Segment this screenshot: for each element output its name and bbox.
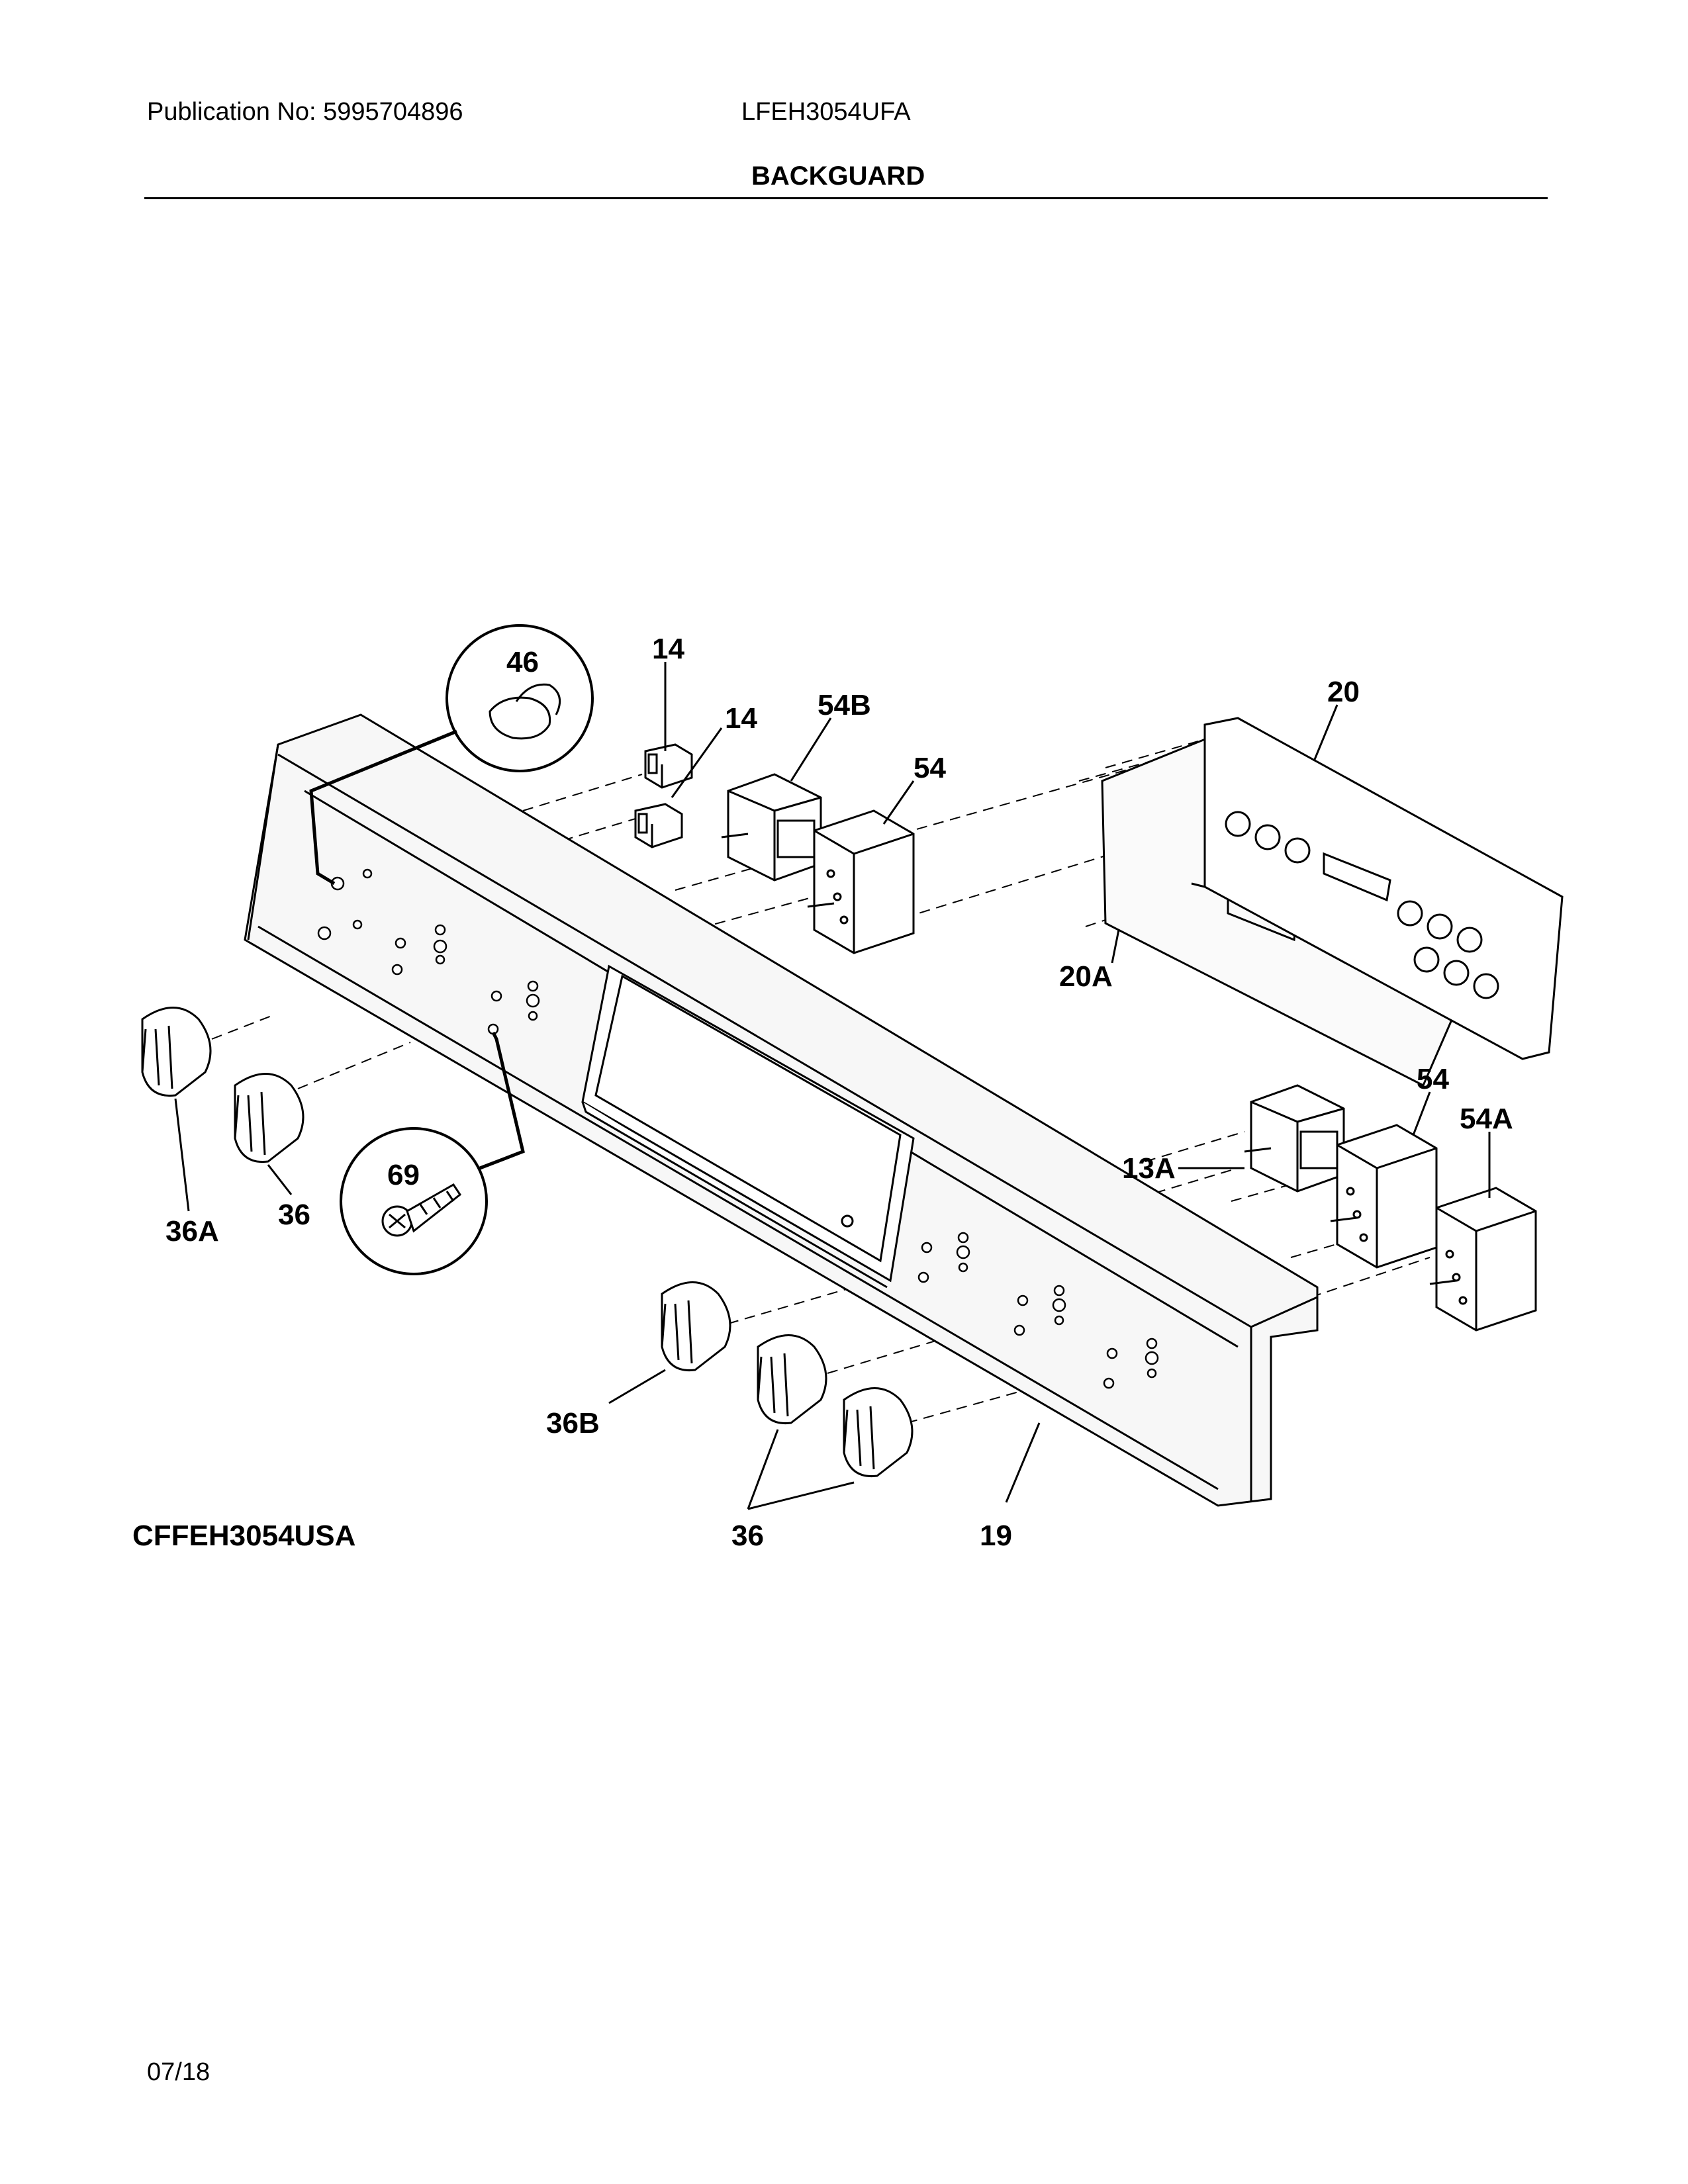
- knob-36-left: [234, 1073, 305, 1163]
- callout-36-left: 36: [278, 1199, 310, 1231]
- callout-labels: 46 14 14 54B 54 20 20A 13A 54 54A 36A 36…: [132, 633, 1513, 1552]
- figure-code: CFFEH3054USA: [132, 1520, 355, 1552]
- switch-14-lower: [634, 803, 683, 848]
- switch-13a: [1244, 1084, 1345, 1193]
- publication-number: Publication No: 5995704896: [147, 98, 463, 126]
- hole-group-4: [487, 980, 540, 1035]
- callout-54-right: 54: [1417, 1063, 1449, 1095]
- knob-36-bottom-b: [843, 1387, 914, 1478]
- switch-54a: [1429, 1187, 1537, 1332]
- detail-circle-69: [340, 1031, 525, 1275]
- hole-group-3: [391, 924, 447, 976]
- callout-54a: 54A: [1460, 1103, 1513, 1135]
- hole-group-5: [917, 1232, 970, 1283]
- callout-20a: 20A: [1059, 960, 1113, 993]
- callout-36b: 36B: [546, 1407, 600, 1439]
- rocker-switches: [634, 743, 693, 848]
- revision-date: 07/18: [147, 2058, 211, 2086]
- callout-54b: 54B: [818, 689, 871, 721]
- control-knobs: [141, 1007, 914, 1478]
- callout-13a: 13A: [1122, 1152, 1176, 1185]
- hole-group-7: [1103, 1338, 1159, 1389]
- callout-36-bottom: 36: [731, 1520, 764, 1552]
- infinite-switches: [721, 773, 1537, 1332]
- display-window: [581, 964, 915, 1289]
- callout-leaders: [174, 662, 1491, 1510]
- callout-20: 20: [1327, 676, 1360, 708]
- section-title: BACKGUARD: [751, 161, 925, 191]
- switch-54-right: [1330, 1124, 1438, 1269]
- detail-circle-46: [309, 624, 594, 886]
- callout-54-top: 54: [914, 752, 946, 784]
- hole-group-6: [1013, 1285, 1066, 1336]
- callout-19: 19: [980, 1520, 1012, 1552]
- model-number: LFEH3054UFA: [741, 98, 911, 126]
- panel-screw-holes: [317, 868, 1159, 1389]
- knob-36b: [661, 1281, 731, 1372]
- knob-36a: [141, 1007, 212, 1097]
- control-buttons: [1225, 811, 1499, 999]
- hole-group-2: [317, 919, 363, 940]
- callout-14-lower: 14: [725, 702, 757, 735]
- switch-14-upper: [644, 743, 693, 789]
- callout-14-upper: 14: [652, 633, 684, 665]
- switch-54-top: [807, 809, 915, 954]
- header-rule: [144, 197, 1548, 199]
- callout-46: 46: [506, 646, 539, 678]
- switch-54b: [721, 773, 822, 882]
- electronic-control-20: [1191, 717, 1564, 1060]
- knob-36-bottom-a: [757, 1334, 827, 1425]
- callout-69: 69: [387, 1159, 420, 1191]
- callout-36a: 36A: [165, 1215, 219, 1248]
